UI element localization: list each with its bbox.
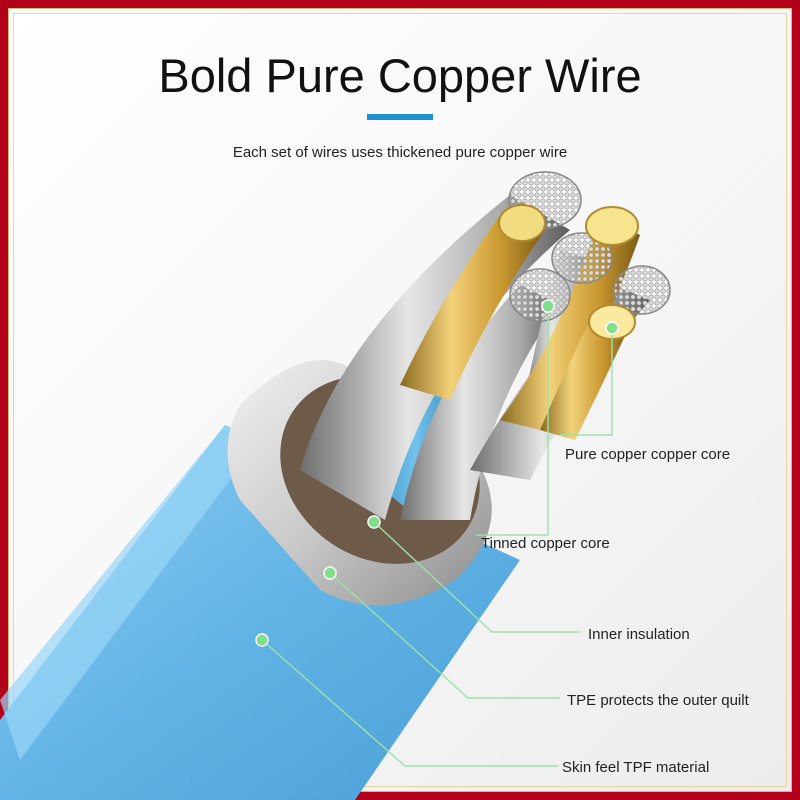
label-skin-feel: Skin feel TPF material bbox=[562, 759, 710, 776]
copper-ends bbox=[498, 204, 639, 340]
page-title: Bold Pure Copper Wire bbox=[158, 49, 642, 102]
strand-ends bbox=[508, 171, 671, 322]
title-underline bbox=[367, 114, 433, 120]
leader-dots bbox=[255, 299, 619, 647]
label-tpe-outer: TPE protects the outer quilt bbox=[567, 692, 749, 709]
leader-lines bbox=[261, 306, 613, 767]
label-inner-insulation: Inner insulation bbox=[588, 626, 690, 643]
label-tinned-copper-core: Tinned copper core bbox=[481, 535, 610, 552]
frame-inner-border bbox=[13, 13, 787, 787]
label-pure-copper-core: Pure copper copper core bbox=[565, 446, 731, 463]
page-subtitle: Each set of wires uses thickened pure co… bbox=[232, 144, 568, 161]
